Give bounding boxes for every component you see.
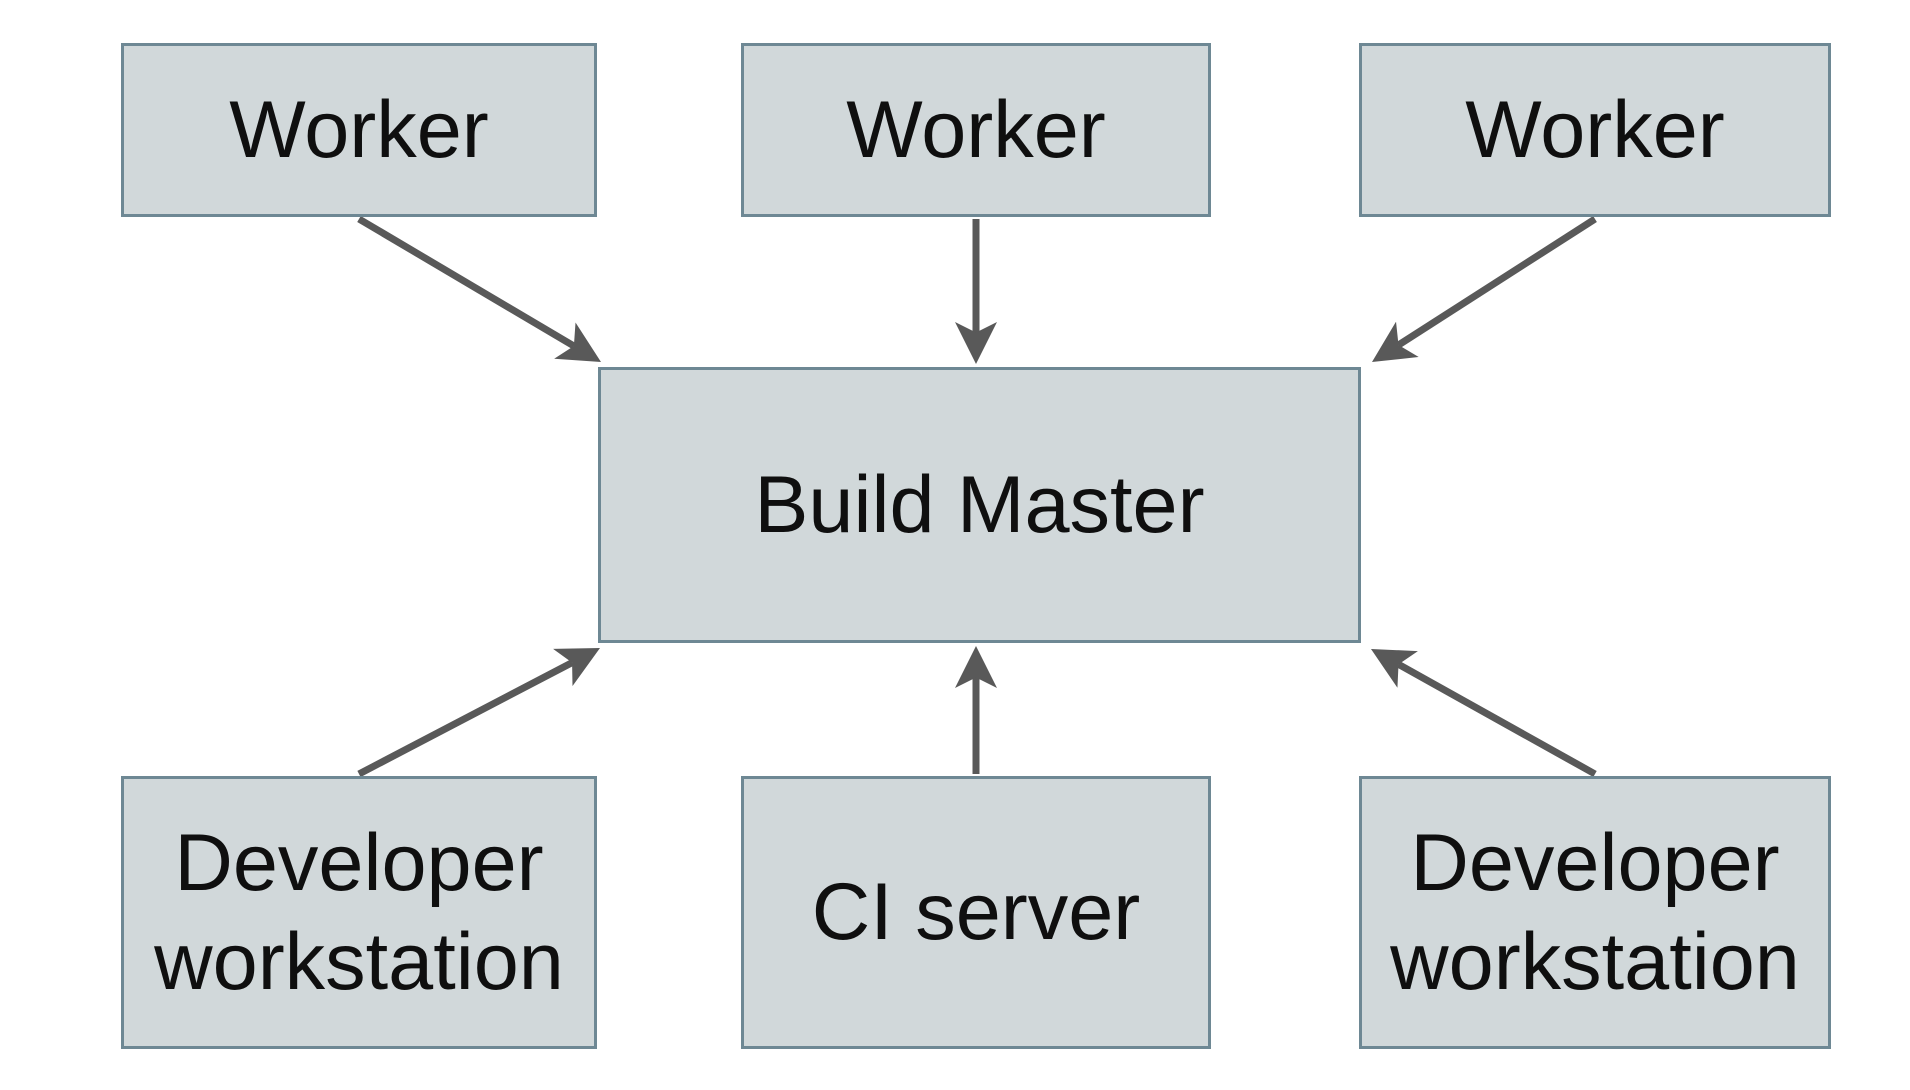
- node-worker-2-label: Worker: [846, 84, 1106, 175]
- arrow-worker-3-to-build-master: [1372, 216, 1597, 362]
- node-developer-workstation-1-label: Developer workstation: [154, 817, 564, 1007]
- node-ci-server: CI server: [741, 776, 1211, 1049]
- node-build-master: Build Master: [598, 367, 1361, 643]
- node-worker-3-label: Worker: [1465, 84, 1725, 175]
- node-developer-workstation-2-label: Developer workstation: [1390, 817, 1800, 1007]
- node-developer-workstation-1: Developer workstation: [121, 776, 597, 1049]
- arrow-worker-1-to-build-master: [357, 215, 601, 363]
- arrow-developer-workstation-1-to-build-master: [357, 648, 600, 778]
- node-worker-1: Worker: [121, 43, 597, 217]
- arrow-group: [357, 215, 1597, 778]
- node-build-master-label: Build Master: [754, 459, 1205, 550]
- node-worker-2: Worker: [741, 43, 1211, 217]
- arrow-developer-workstation-2-to-build-master: [1371, 648, 1597, 778]
- node-worker-3: Worker: [1359, 43, 1831, 217]
- node-worker-1-label: Worker: [229, 84, 489, 175]
- node-developer-workstation-2: Developer workstation: [1359, 776, 1831, 1049]
- node-ci-server-label: CI server: [811, 867, 1141, 958]
